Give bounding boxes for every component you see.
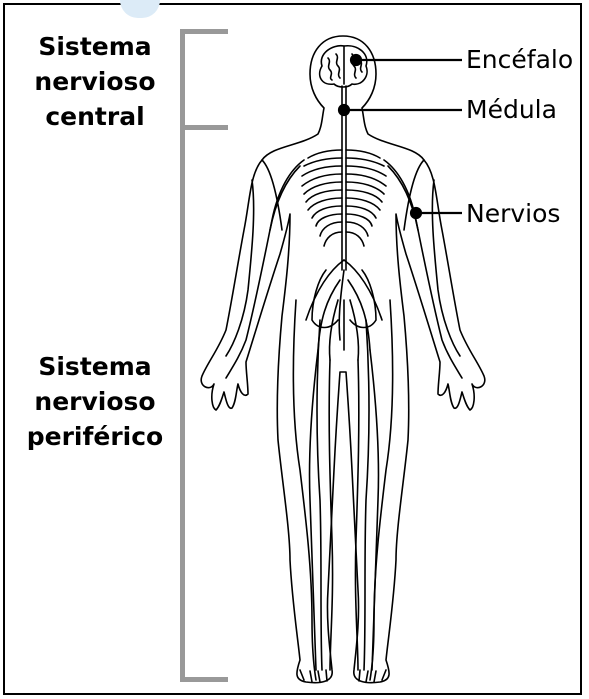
callout-encefalo-dot — [351, 55, 361, 65]
body-outline — [201, 36, 485, 683]
callout-nervios-dot — [411, 208, 421, 218]
callout-medula-dot — [339, 105, 349, 115]
